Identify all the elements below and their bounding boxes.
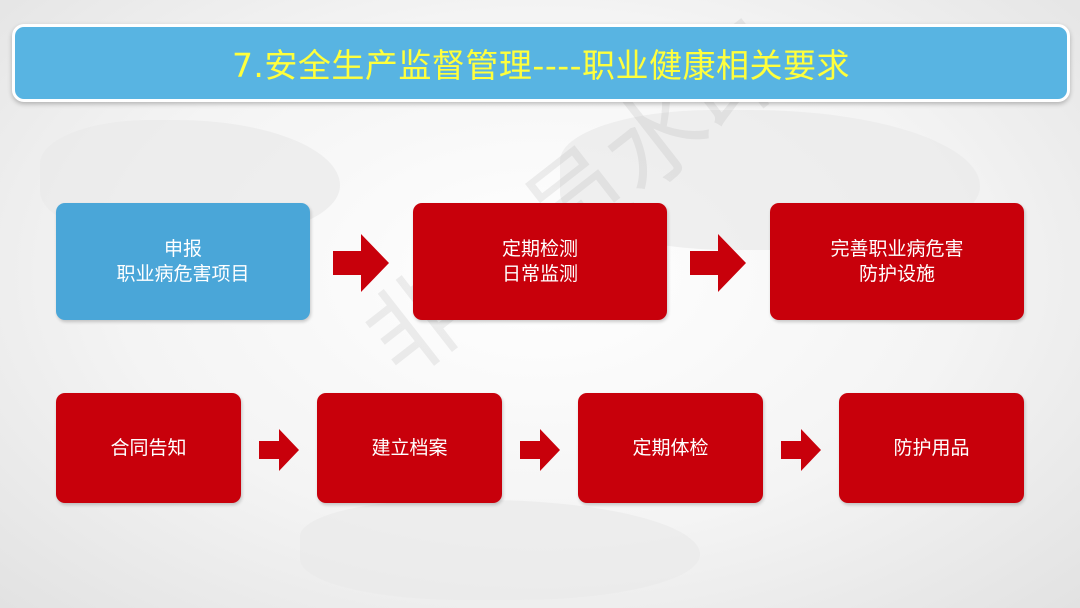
step-health-check: 定期体检 — [578, 393, 763, 503]
arrow-right-icon — [333, 234, 389, 292]
arrow-right-icon — [259, 429, 299, 471]
slide-title: 7.安全生产监督管理----职业健康相关要求 — [231, 46, 851, 85]
step-text: 建立档案 — [371, 436, 448, 459]
step-text: 定期检测 — [501, 237, 578, 260]
step-text: 合同告知 — [110, 436, 187, 459]
title-bar: 7.安全生产监督管理----职业健康相关要求 — [12, 24, 1070, 102]
step-text: 完善职业病危害 — [830, 237, 964, 260]
step-text: 职业病危害项目 — [116, 262, 250, 285]
arrow-right-icon — [520, 429, 560, 471]
step-protection-facilities: 完善职业病危害防护设施 — [770, 203, 1024, 320]
arrow-right-icon — [781, 429, 821, 471]
step-protective-equipment: 防护用品 — [839, 393, 1024, 503]
background-map — [300, 500, 700, 600]
step-declare-hazard: 申报职业病危害项目 — [56, 203, 310, 320]
step-monitoring: 定期检测日常监测 — [413, 203, 667, 320]
step-text: 防护用品 — [893, 436, 970, 459]
arrow-right-icon — [690, 234, 746, 292]
step-text: 申报 — [163, 237, 202, 260]
step-contract-notice: 合同告知 — [56, 393, 241, 503]
step-archive: 建立档案 — [317, 393, 502, 503]
step-text: 定期体检 — [632, 436, 709, 459]
step-text: 日常监测 — [501, 262, 578, 285]
step-text: 防护设施 — [858, 262, 935, 285]
